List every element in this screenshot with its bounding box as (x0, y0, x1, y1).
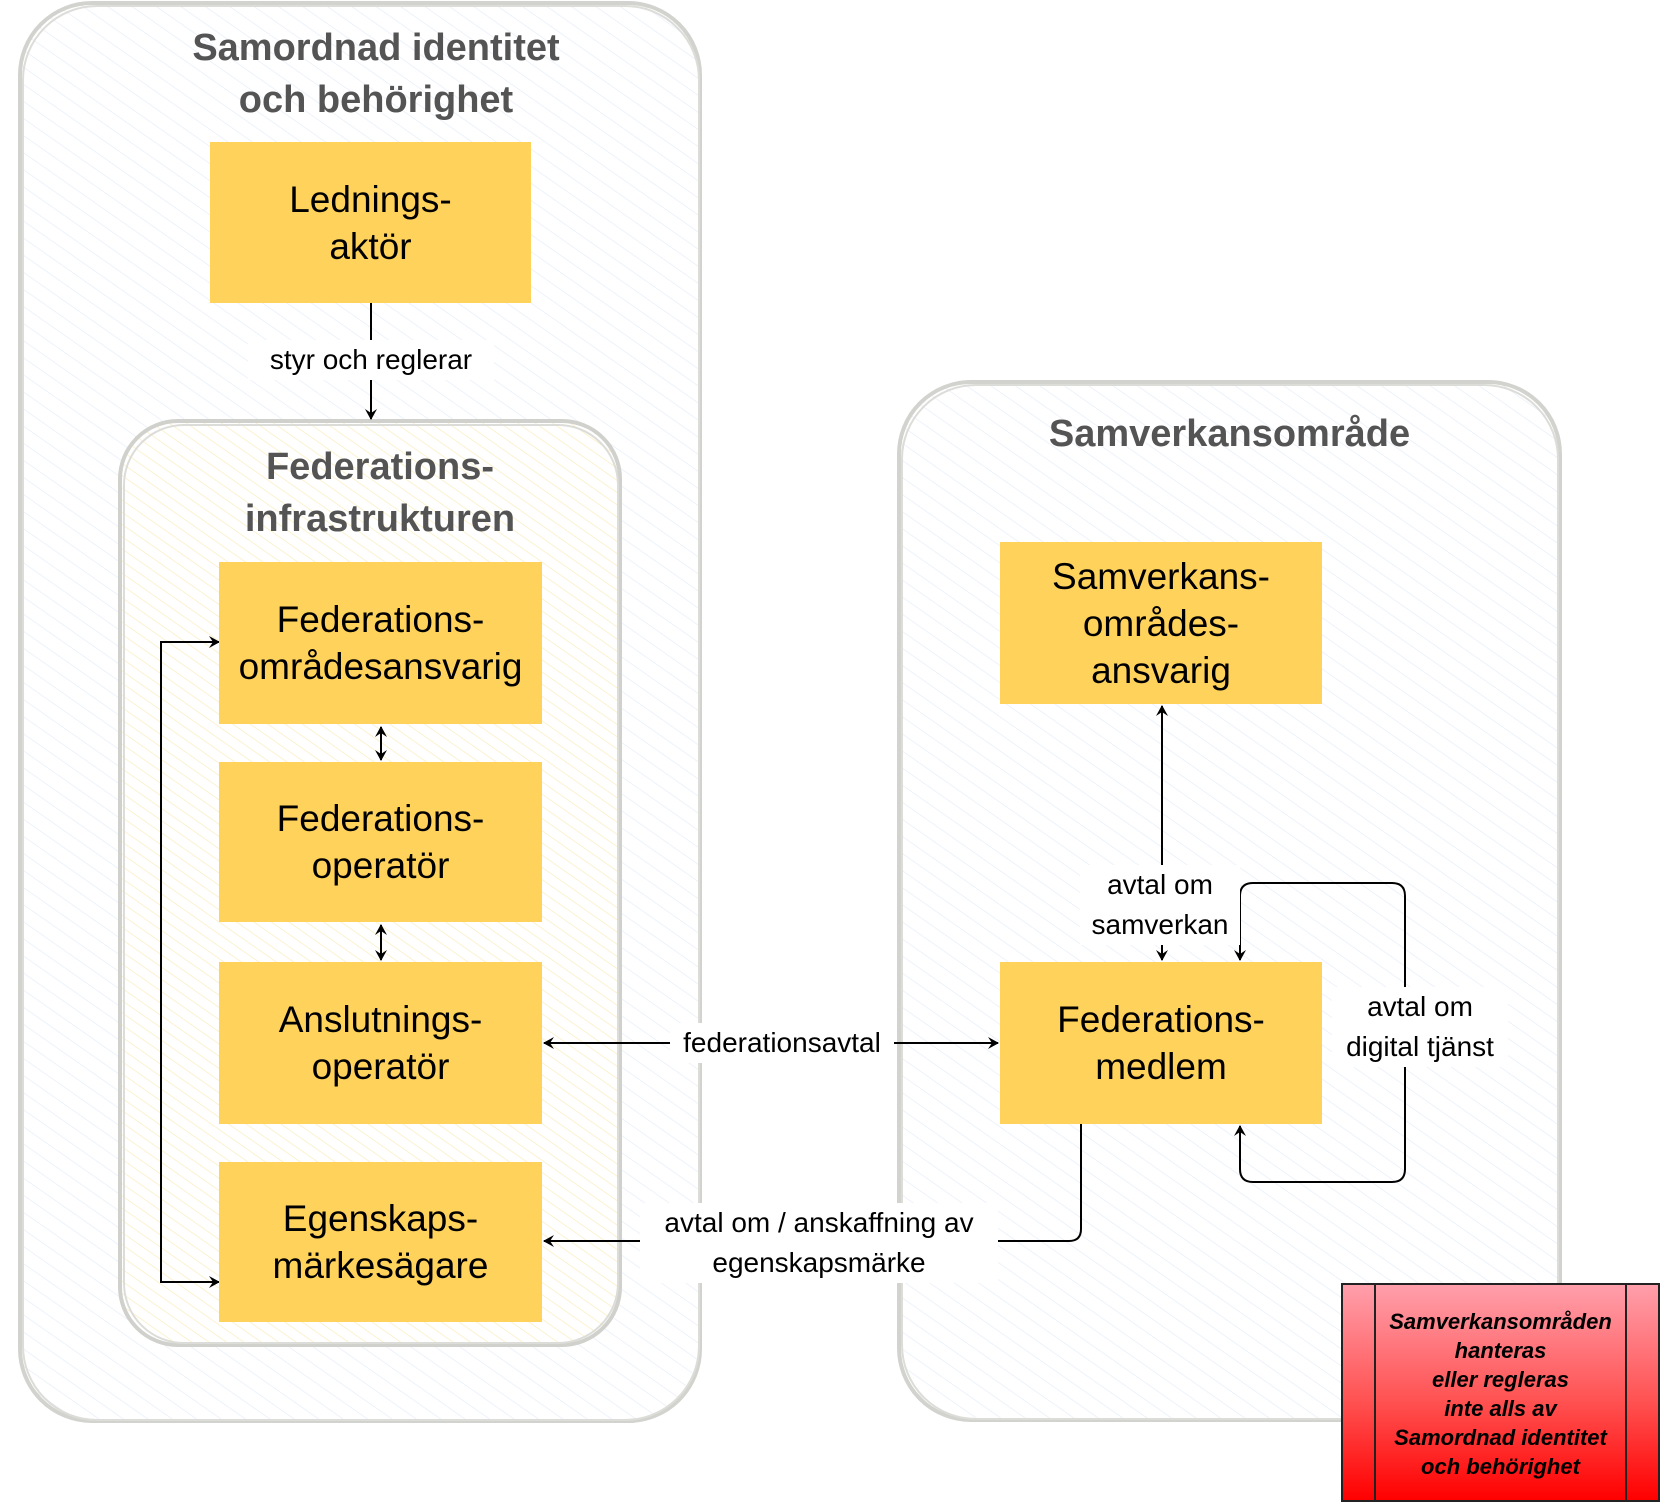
node-egenskapsmarkesagare[interactable]: Egenskaps-märkesägare (219, 1162, 542, 1322)
edge-label-line: digital tjänst (1346, 1031, 1494, 1062)
node-label-line: ansvarig (1091, 649, 1231, 691)
node-federationsmedlem[interactable]: Federations-medlem (1000, 962, 1322, 1124)
edge-label-line: avtal om (1107, 869, 1213, 900)
edge-loop-foa-ema (160, 636, 220, 1288)
note-divider-right (1625, 1285, 1627, 1500)
edge-label-line: egenskapsmärke (712, 1247, 926, 1278)
inner-title-line-1: Federations- (265, 446, 495, 488)
edge-label-avtal-om-samverkan: avtal om samverkan (1080, 865, 1240, 945)
edge-label-federationsavtal: federationsavtal (670, 1023, 894, 1063)
node-label-line: Federations- (276, 798, 485, 839)
note-line: inte alls av (1444, 1396, 1557, 1421)
node-label-line: operatör (311, 1046, 450, 1087)
outer-title-line-1: Samordnad identitet (192, 27, 560, 69)
note-line: Samordnad identitet (1394, 1425, 1607, 1450)
node-label-line: medlem (1095, 1046, 1227, 1087)
inner-container-title: Federations- infrastrukturen (120, 441, 640, 545)
edge-label-line: samverkan (1091, 909, 1229, 940)
node-ledningsaktor[interactable]: Lednings-aktör (210, 142, 531, 303)
edge-label-line: avtal om / anskaffning av (664, 1207, 974, 1238)
edge-label-styr-och-reglerar: styr och reglerar (248, 340, 494, 380)
outer-container-title: Samordnad identitet och behörighet (100, 22, 652, 126)
edge-label-egenskapsmarke: avtal om / anskaffning av egenskapsmärke (640, 1203, 998, 1283)
node-label-line: Lednings- (289, 178, 452, 220)
edge-label-line: avtal om (1367, 991, 1473, 1022)
node-label-line: Egenskaps- (282, 1198, 479, 1239)
warning-note: Samverkansområden hanteras eller reglera… (1341, 1283, 1660, 1502)
node-federationsoperator[interactable]: Federations-operatör (219, 762, 542, 922)
note-line: hanteras (1454, 1338, 1547, 1363)
node-samverkansomradesansvarig[interactable]: Samverkans-områdes-ansvarig (1000, 542, 1322, 704)
outer-title-line-2: och behörighet (238, 79, 514, 121)
node-label-line: Anslutnings- (278, 999, 483, 1040)
note-line: Samverkansområden (1389, 1309, 1612, 1334)
edge-label-avtal-om-digital-tjanst: avtal om digital tjänst (1332, 987, 1508, 1067)
node-label-line: områdes- (1082, 602, 1240, 644)
note-line: och behörighet (1421, 1454, 1580, 1479)
inner-title-line-2: infrastrukturen (244, 498, 516, 540)
node-label-line: områdesansvarig (238, 646, 523, 687)
node-label-line: Federations- (1057, 999, 1265, 1040)
edge-egenskapsmarke (543, 1124, 1082, 1247)
right-container-title: Samverkansområde (1048, 413, 1411, 455)
note-divider-left (1374, 1285, 1376, 1500)
node-federationsomradesansvarig[interactable]: Federations-områdesansvarig (219, 562, 542, 724)
node-label-line: Samverkans- (1052, 555, 1270, 597)
node-label-line: operatör (311, 845, 450, 886)
node-label-line: aktör (329, 225, 412, 267)
node-anslutningsoperator[interactable]: Anslutnings-operatör (219, 962, 542, 1124)
note-text: Samverkansområden hanteras eller reglera… (1377, 1307, 1624, 1481)
node-label-line: Federations- (276, 599, 485, 640)
node-label-line: märkesägare (272, 1245, 489, 1286)
note-line: eller regleras (1432, 1367, 1569, 1392)
